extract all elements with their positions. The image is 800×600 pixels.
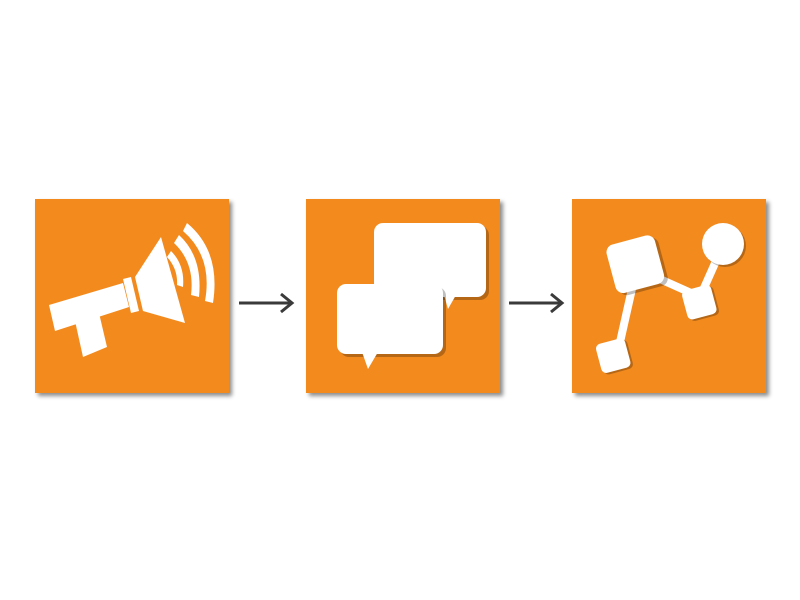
node-small-right [682,284,719,321]
speech-bubble-back [374,223,489,309]
step-tile-megaphone [35,199,229,393]
sound-wave-inner [167,251,184,287]
connector-arrow-1 [237,291,297,315]
connector-arrow-2 [507,291,567,315]
megaphone-handle [75,313,107,357]
megaphone-body [49,283,129,331]
node-small-bottom [595,338,633,375]
sound-wave-outer [183,223,215,303]
node-large [606,235,668,296]
megaphone-ring [123,277,139,313]
speech-bubble-front [337,284,446,369]
megaphone-icon [35,199,229,393]
right-arrow-icon [239,292,295,314]
step-tile-network [572,199,766,393]
connected-nodes-icon [572,199,766,393]
sound-wave-middle [174,235,200,297]
speech-bubbles-icon [306,199,500,393]
right-arrow-icon [509,292,565,314]
node-circle [702,223,746,267]
megaphone-bell [135,237,185,323]
step-tile-conversation [306,199,500,393]
